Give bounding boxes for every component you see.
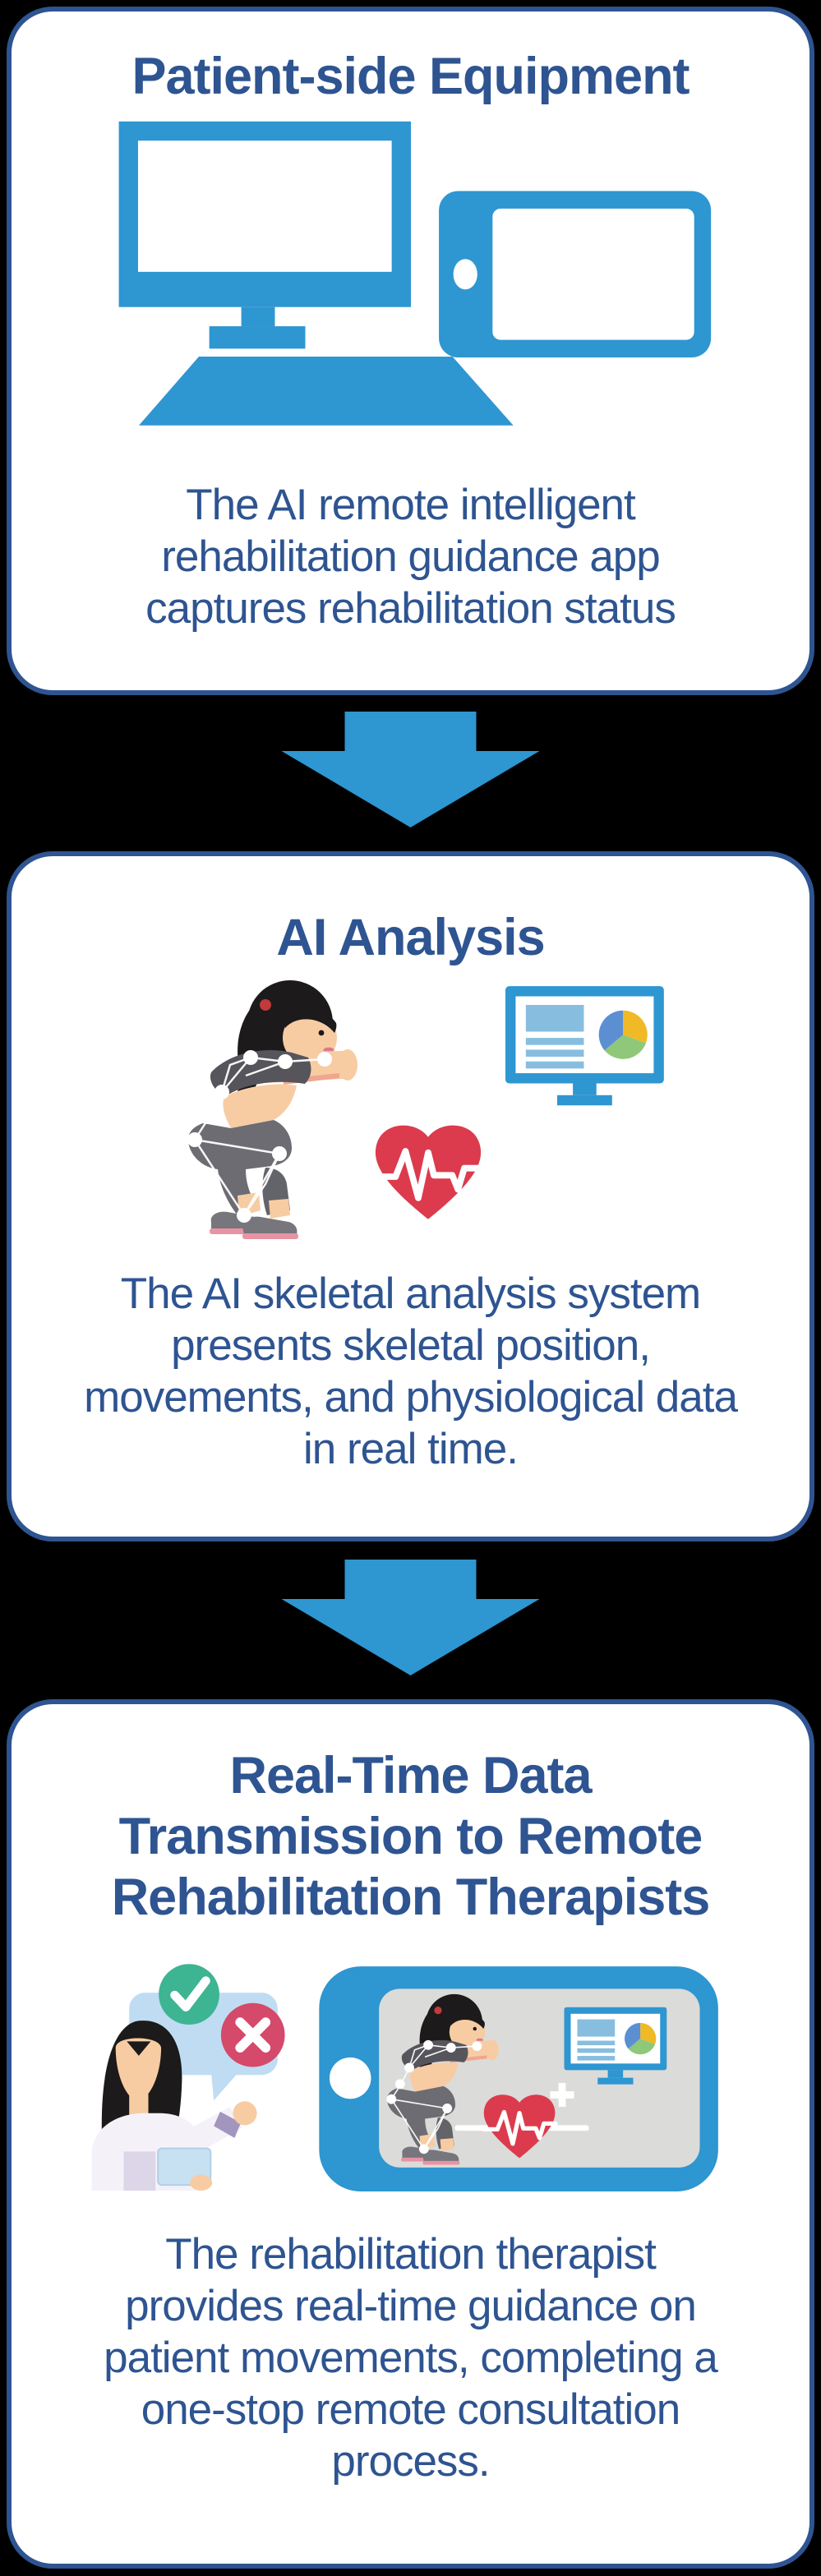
therapist-face xyxy=(115,2038,161,2102)
title-line: Rehabilitation Therapists xyxy=(111,1869,711,1926)
card-title: Real-Time Data Transmission to Remote Re… xyxy=(12,1745,809,1928)
description-line: presents skeletal position, xyxy=(171,1321,651,1370)
description-line: captures rehabilitation status xyxy=(145,583,676,633)
card-description: The AI remote intelligent rehabilitation… xyxy=(12,479,809,634)
tablet-home-button xyxy=(329,2057,371,2099)
card-patient-side-equipment: Patient-side Equipment The AI remote int… xyxy=(7,7,814,695)
card-title: Patient-side Equipment xyxy=(131,48,690,105)
card-description: The rehabilitation therapist provides re… xyxy=(12,2228,809,2487)
card-real-time-transmission: Real-Time Data Transmission to Remote Re… xyxy=(7,1699,814,2569)
desktop-monitor-icon xyxy=(118,121,514,426)
title-line: Real-Time Data xyxy=(229,1747,592,1804)
description-line: one-stop remote consultation xyxy=(141,2385,681,2435)
description-line: provides real-time guidance on xyxy=(125,2282,697,2331)
description-line: process. xyxy=(331,2437,490,2486)
description-line: The rehabilitation therapist xyxy=(165,2230,657,2279)
card-ai-analysis: AI Analysis The AI skeletal analysis sys… xyxy=(7,851,814,1541)
description-line: The AI remote intelligent xyxy=(186,480,636,529)
card-description: The AI skeletal analysis system presents… xyxy=(12,1268,809,1475)
down-arrow-icon xyxy=(281,1560,539,1675)
chart-monitor-icon xyxy=(505,986,664,1106)
coat-cuff xyxy=(213,2111,241,2138)
description-line: patient movements, completing a xyxy=(104,2334,718,2383)
tablet-home-button xyxy=(453,259,477,290)
squatting-patient-skeleton-figure xyxy=(186,979,357,1241)
down-arrow-icon xyxy=(281,712,539,827)
heartbeat-heart-icon xyxy=(374,1126,482,1219)
description-line: The AI skeletal analysis system xyxy=(120,1270,701,1318)
check-icon xyxy=(158,1964,219,2025)
card-title: AI Analysis xyxy=(276,909,545,966)
therapist-figure xyxy=(91,1964,285,2191)
remote-therapist-illustration xyxy=(91,1964,718,2191)
description-line: in real time. xyxy=(303,1425,519,1473)
description-line: rehabilitation guidance app xyxy=(161,532,661,581)
patient-equipment-illustration xyxy=(118,121,711,426)
therapist-hand xyxy=(232,2101,257,2126)
plus-icon xyxy=(549,2082,574,2108)
title-line: Transmission to Remote xyxy=(118,1808,703,1865)
tablet-with-patient-view xyxy=(318,1966,718,2191)
cross-icon xyxy=(220,2002,285,2067)
description-line: movements, and physiological data xyxy=(84,1373,738,1422)
ai-analysis-illustration xyxy=(186,979,664,1241)
tablet-icon xyxy=(438,191,711,358)
